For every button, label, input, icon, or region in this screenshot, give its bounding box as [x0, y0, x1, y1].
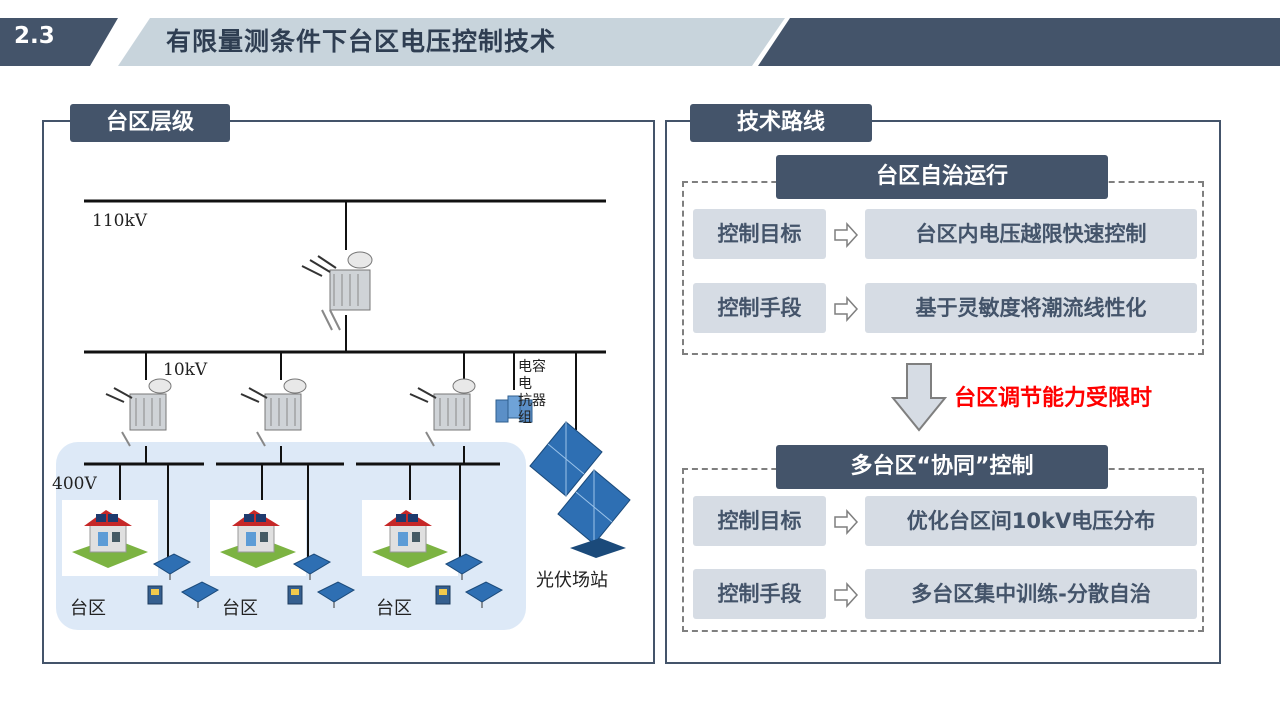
arrow-right-icon: [834, 222, 859, 248]
autonomous-goal-value: 台区内电压越限快速控制: [865, 209, 1197, 259]
pv-panel-2-icon: [292, 553, 332, 580]
label-10kv: 10kV: [163, 360, 208, 380]
autonomous-goal-label: 控制目标: [693, 209, 826, 259]
header-banner: [0, 18, 1280, 66]
pv-panel-3b-icon: [464, 581, 504, 608]
arrow-down-icon: [891, 363, 947, 432]
label-110kv: 110kV: [92, 211, 148, 231]
route-tag: 技术路线: [690, 104, 872, 142]
capacitor-bank-icon: [495, 395, 533, 423]
pv-panel-3-icon: [444, 553, 484, 580]
label-area-1: 台区: [70, 598, 106, 619]
arrow-right-icon: [834, 509, 859, 535]
arrow-right-icon: [834, 582, 859, 608]
label-capacitor: 电容电 抗器组: [518, 359, 546, 426]
inverter-2-icon: [287, 585, 303, 605]
transformer-2-icon: [240, 378, 307, 447]
route-panel: [665, 120, 1221, 664]
label-area-2: 台区: [222, 598, 258, 619]
house-3-icon: [362, 500, 458, 576]
transformer-1-icon: [105, 378, 172, 447]
main-transformer-icon: [301, 251, 373, 331]
hierarchy-panel: [42, 120, 655, 664]
inverter-3-icon: [435, 585, 451, 605]
autonomous-title: 台区自治运行: [776, 155, 1108, 199]
page-title: 有限量测条件下台区电压控制技术: [166, 27, 557, 56]
label-area-3: 台区: [376, 598, 412, 619]
label-pv-station: 光伏场站: [536, 570, 608, 591]
autonomous-method-value: 基于灵敏度将潮流线性化: [865, 283, 1197, 333]
arrow-right-icon: [834, 296, 859, 322]
pv-panel-2b-icon: [316, 581, 356, 608]
coordinated-goal-label: 控制目标: [693, 496, 826, 546]
coordinated-goal-value: 优化台区间10kV电压分布: [865, 496, 1197, 546]
hierarchy-tag: 台区层级: [70, 104, 230, 142]
house-1-icon: [62, 500, 158, 576]
transformer-3-icon: [409, 378, 476, 447]
pv-station-icon: [529, 421, 631, 558]
autonomous-method-label: 控制手段: [693, 283, 826, 333]
section-number: 2.3: [14, 23, 55, 49]
house-2-icon: [210, 500, 306, 576]
pv-panel-1-icon: [152, 553, 192, 580]
transition-condition: 台区调节能力受限时: [954, 386, 1153, 411]
coordinated-title: 多台区“协同”控制: [776, 445, 1108, 489]
grid-diagram: [56, 199, 631, 630]
coordinated-method-label: 控制手段: [693, 569, 826, 619]
coordinated-method-value: 多台区集中训练-分散自治: [865, 569, 1197, 619]
label-400v: 400V: [52, 474, 97, 494]
inverter-1-icon: [147, 585, 163, 605]
pv-panel-1b-icon: [180, 581, 220, 608]
